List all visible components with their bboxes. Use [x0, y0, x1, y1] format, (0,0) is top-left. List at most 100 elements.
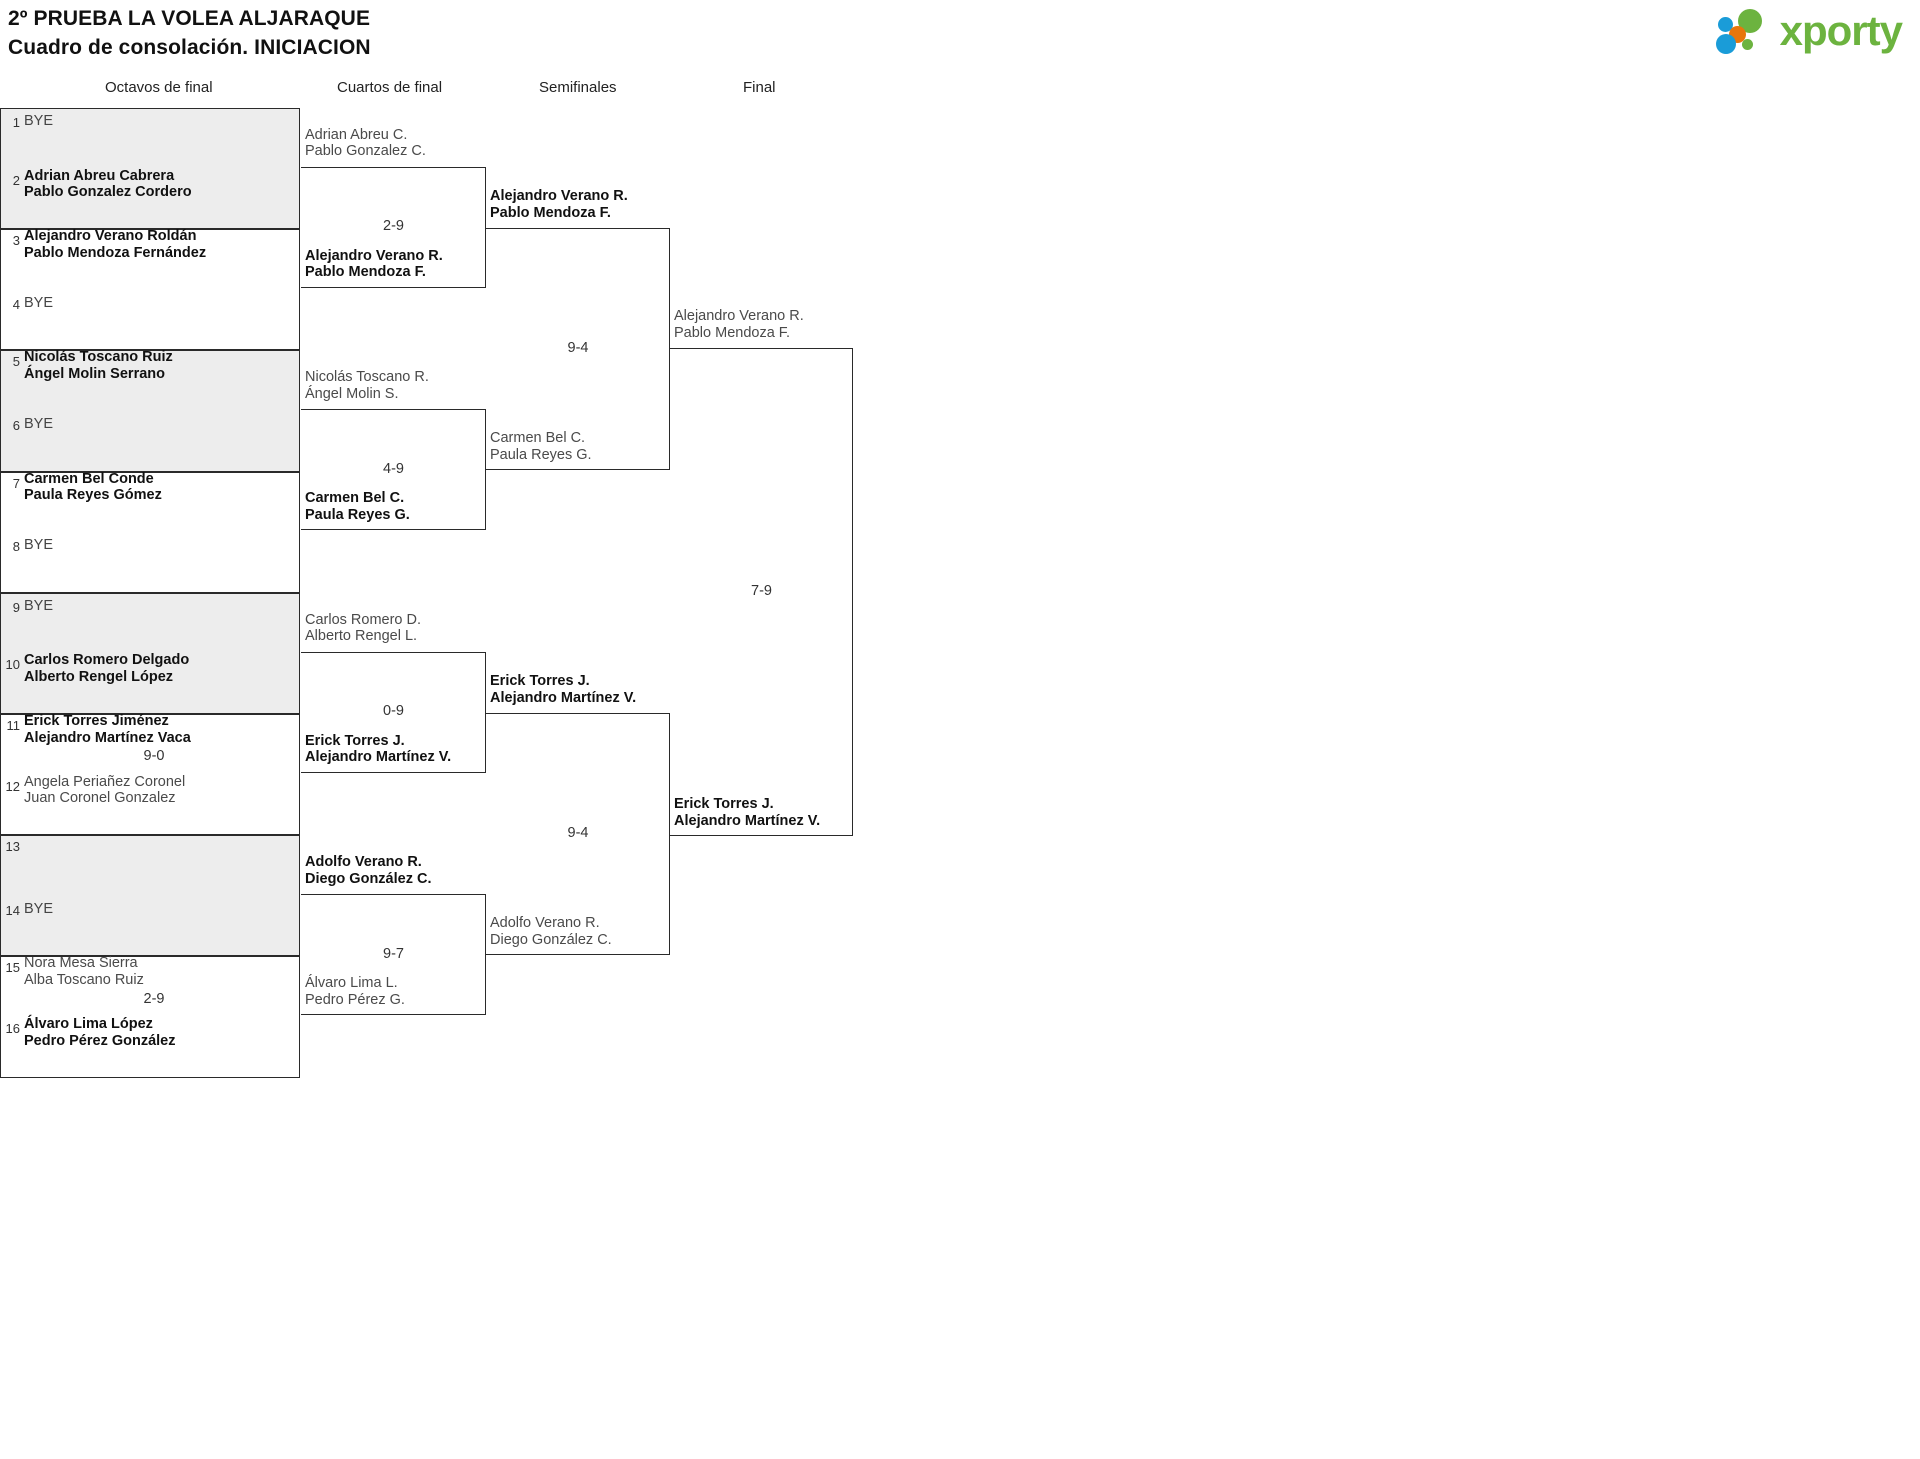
player-name: Carmen Bel C. — [305, 490, 405, 506]
player-name: Ángel Molin S. — [305, 385, 399, 402]
player-name: Erick Torres J. — [490, 673, 590, 689]
player-name: Carlos Romero D. — [305, 611, 422, 628]
round1-band — [0, 835, 300, 957]
bye-label: BYE — [24, 597, 54, 614]
player-name: Pablo Gonzalez Cordero — [24, 184, 192, 201]
semifinal-score: 9-4 — [567, 825, 589, 841]
cuartos-score: 0-9 — [383, 703, 404, 719]
player-name: Carmen Bel C. — [490, 430, 586, 446]
seed-number: 15 — [5, 960, 20, 976]
round1-band — [0, 592, 300, 714]
player-name: Pablo Mendoza Fernández — [24, 244, 207, 261]
seed-number: 5 — [12, 354, 20, 370]
player-name: Paula Reyes G. — [490, 446, 592, 463]
player-name: Pedro Pérez G. — [305, 991, 405, 1008]
bye-label: BYE — [24, 416, 54, 432]
seed-number: 9 — [12, 599, 20, 615]
round1-band — [0, 350, 300, 472]
player-name: Álvaro Lima L. — [305, 975, 398, 991]
player-name: Diego González C. — [305, 870, 432, 887]
player-name: Nora Mesa Sierra — [24, 955, 138, 972]
match-score: 2-9 — [143, 990, 165, 1007]
player-name: Álvaro Lima López — [24, 1016, 153, 1032]
cuartos-connector — [301, 409, 486, 530]
player-name: Alejandro Verano R. — [490, 188, 628, 204]
cuartos-pair-bottom[interactable]: Álvaro Lima L.Pedro Pérez G. — [305, 975, 405, 1008]
player-name: Alejandro Verano R. — [674, 308, 804, 324]
cuartos-pair-top[interactable]: Adrian Abreu C.Pablo Gonzalez C. — [305, 127, 426, 160]
logo-wordmark: xporty — [1779, 7, 1903, 54]
semifinal-connector — [486, 713, 670, 955]
seed-number: 6 — [12, 418, 20, 433]
round-header-semis: Semifinales — [539, 79, 617, 96]
final-pair-bottom[interactable]: Erick Torres J.Alejandro Martínez V. — [674, 796, 820, 829]
seed-number: 7 — [12, 475, 20, 491]
player-name: Alejandro Martínez V. — [674, 812, 821, 829]
bye-label: BYE — [24, 294, 54, 311]
player-name: Pablo Mendoza F. — [305, 264, 426, 280]
semifinal-connector — [486, 228, 670, 470]
round1-band — [0, 471, 300, 593]
seed-number: 16 — [5, 1021, 20, 1036]
player-name: Adrian Abreu C. — [305, 126, 408, 143]
seed-number: 2 — [12, 172, 20, 188]
player-name: Diego González C. — [490, 931, 612, 948]
player-name: Paula Reyes Gómez — [24, 487, 162, 504]
semifinal-score: 9-4 — [567, 340, 589, 356]
final-pair-top[interactable]: Alejandro Verano R.Pablo Mendoza F. — [674, 308, 804, 341]
final-score: 7-9 — [751, 583, 772, 599]
bye-label: BYE — [24, 900, 54, 917]
page-title: 2º PRUEBA LA VOLEA ALJARAQUE Cuadro de c… — [8, 4, 371, 62]
player-name: Erick Torres J. — [305, 732, 405, 749]
cuartos-score: 4-9 — [383, 460, 404, 477]
semifinal-pair-bottom[interactable]: Carmen Bel C.Paula Reyes G. — [490, 430, 592, 463]
semifinal-pair-top[interactable]: Erick Torres J.Alejandro Martínez V. — [490, 673, 636, 706]
cuartos-pair-bottom[interactable]: Alejandro Verano R.Pablo Mendoza F. — [305, 248, 443, 281]
player-name: Adolfo Verano R. — [490, 915, 600, 931]
player-name: Alejandro Verano R. — [305, 247, 443, 264]
player-name: Carlos Romero Delgado — [24, 652, 190, 669]
cuartos-score: 9-7 — [383, 945, 404, 962]
player-name: Nicolás Toscano Ruiz — [24, 349, 173, 366]
round1-band — [0, 956, 300, 1078]
seed-number: 12 — [5, 778, 20, 794]
player-name: Erick Torres Jiménez — [24, 713, 169, 729]
player-name: Pedro Pérez González — [24, 1032, 176, 1049]
round-header-octavos: Octavos de final — [105, 79, 213, 96]
player-name: Alberto Rengel López — [24, 668, 174, 685]
cuartos-pair-top[interactable]: Carlos Romero D.Alberto Rengel L. — [305, 612, 421, 645]
player-name: Alba Toscano Ruiz — [24, 971, 144, 988]
title-line-2: Cuadro de consolación. INICIACION — [8, 36, 371, 59]
match-score: 9-0 — [143, 748, 165, 765]
player-name: Alberto Rengel L. — [305, 628, 418, 644]
player-name: Pablo Gonzalez C. — [305, 143, 426, 159]
final-connector — [670, 348, 853, 836]
seed-number: 8 — [12, 539, 20, 555]
cuartos-connector — [301, 651, 486, 773]
semifinal-pair-bottom[interactable]: Adolfo Verano R.Diego González C. — [490, 915, 612, 948]
player-name: Ángel Molin Serrano — [24, 365, 165, 382]
semifinal-pair-top[interactable]: Alejandro Verano R.Pablo Mendoza F. — [490, 188, 628, 221]
round1-band — [0, 714, 300, 836]
xporty-dots-icon — [1715, 8, 1772, 54]
cuartos-pair-bottom[interactable]: Erick Torres J.Alejandro Martínez V. — [305, 733, 451, 766]
round1-band — [0, 229, 300, 351]
bye-label: BYE — [24, 537, 54, 554]
cuartos-pair-top[interactable]: Nicolás Toscano R.Ángel Molin S. — [305, 369, 429, 402]
cuartos-score: 2-9 — [383, 218, 404, 234]
cuartos-pair-bottom[interactable]: Carmen Bel C.Paula Reyes G. — [305, 490, 410, 523]
round1-band — [0, 108, 300, 230]
cuartos-pair-top[interactable]: Adolfo Verano R.Diego González C. — [305, 854, 432, 887]
player-name: Alejandro Martínez V. — [490, 689, 637, 706]
player-name: Pablo Mendoza F. — [490, 204, 611, 221]
